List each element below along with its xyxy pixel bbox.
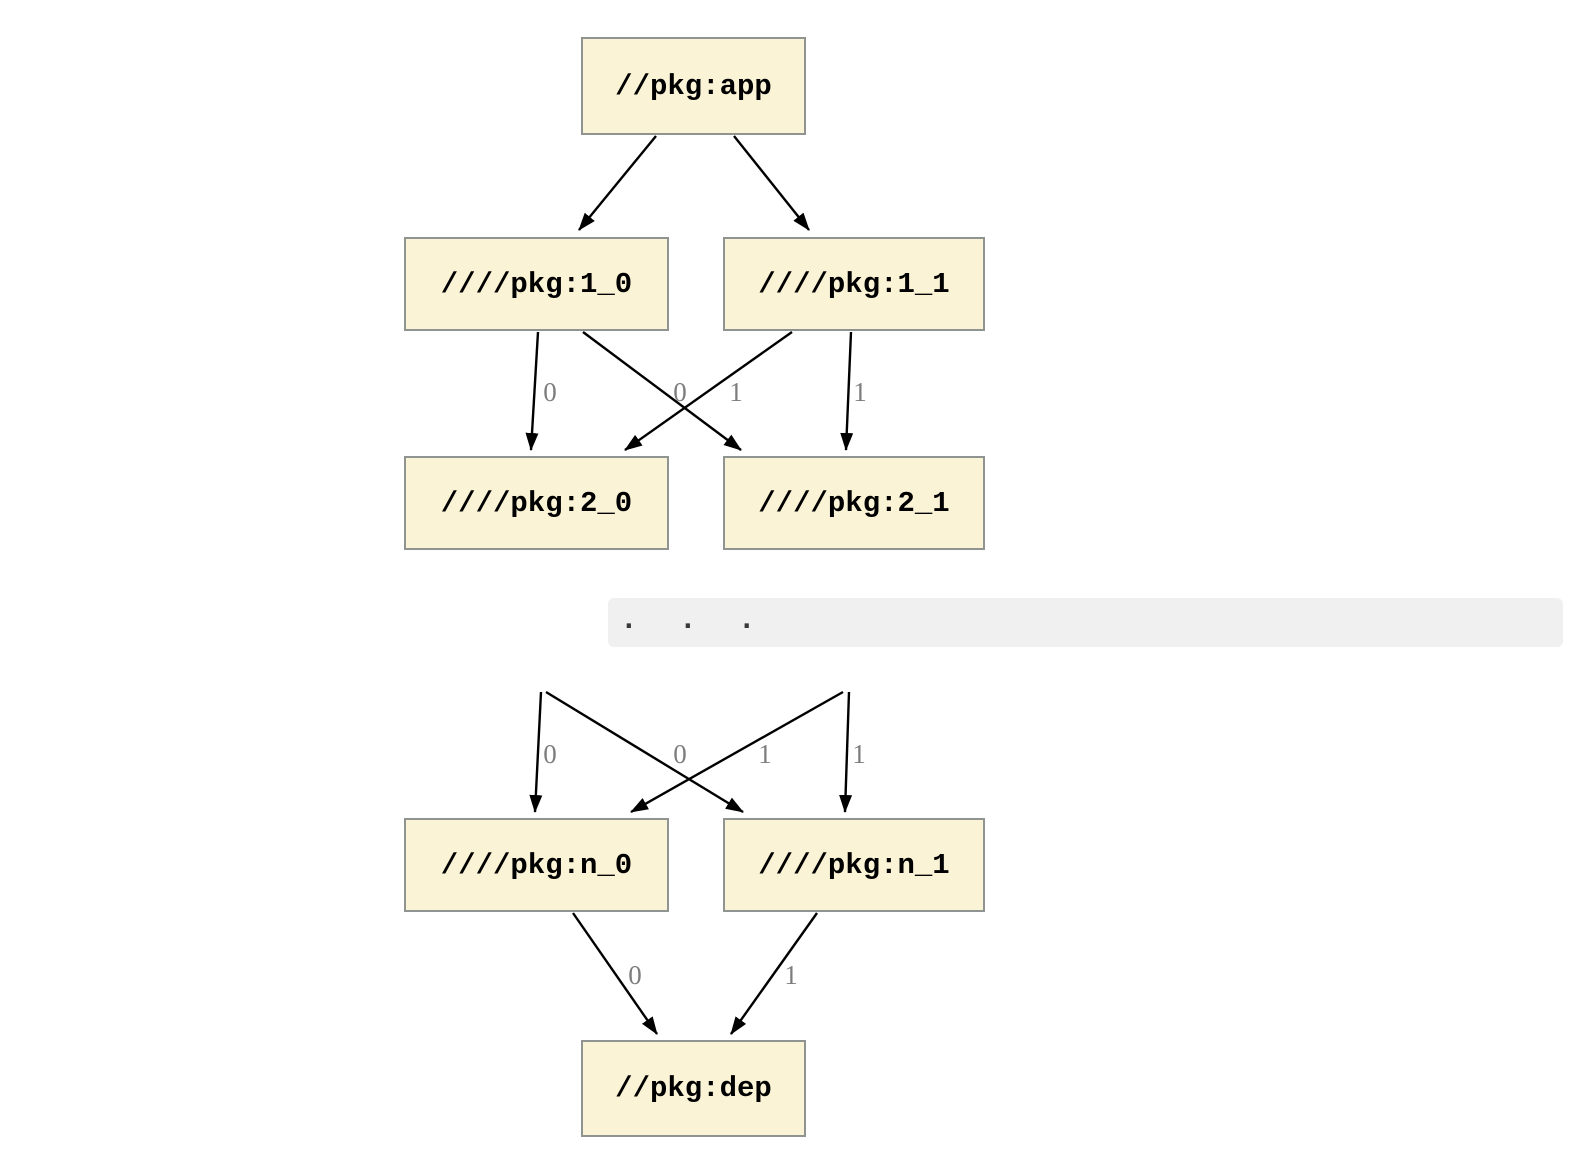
edge-label-n-1-to-dep: 1 — [784, 960, 798, 990]
edge-1-1-to-2-0 — [624, 331, 793, 451]
node-pkg-n-0: ////pkg:n_0 — [404, 818, 669, 912]
edge-app-to-1-0 — [578, 135, 657, 231]
node-label: ////pkg:2_1 — [758, 486, 950, 520]
edge-label-n-0-to-dep: 0 — [628, 960, 642, 990]
edge-1-1-to-2-1 — [840, 331, 854, 451]
edge-1-0-to-2-1 — [582, 331, 742, 451]
ellipsis-text: . . . — [621, 605, 759, 635]
edge-1-0-to-2-0 — [525, 331, 540, 451]
node-label: //pkg:app — [615, 69, 772, 103]
node-pkg-1-0: ////pkg:1_0 — [404, 237, 669, 331]
node-label: ////pkg:n_1 — [758, 848, 950, 882]
edge-label-1-0-to-2-0: 0 — [543, 377, 557, 407]
edge-label-1-1-to-2-0: 0 — [673, 377, 687, 407]
node-label: //pkg:dep — [615, 1072, 772, 1105]
edge-n-1-to-dep — [730, 912, 818, 1035]
node-pkg-2-0: ////pkg:2_0 — [404, 456, 669, 550]
edge-app-to-1-1 — [733, 135, 810, 231]
edge-label-elided-to-n-0-straight: 0 — [543, 739, 557, 769]
node-pkg-2-1: ////pkg:2_1 — [723, 456, 985, 550]
ellipsis-bar: . . . — [608, 598, 1563, 647]
edge-elided-to-n-0-cross — [630, 690, 844, 814]
node-pkg-n-1: ////pkg:n_1 — [723, 818, 985, 912]
edge-label-elided-to-n-1-cross: 1 — [758, 739, 772, 769]
node-pkg-dep: //pkg:dep — [581, 1040, 806, 1137]
edge-elided-to-n-1-straight — [839, 691, 853, 813]
node-pkg-1-1: ////pkg:1_1 — [723, 237, 985, 331]
edge-elided-to-n-0-straight — [529, 691, 543, 813]
node-pkg-app: //pkg:app — [581, 37, 806, 135]
edge-label-1-0-to-2-1: 1 — [729, 377, 743, 407]
node-label: ////pkg:1_0 — [440, 267, 633, 301]
edge-label-1-1-to-2-1: 1 — [853, 377, 867, 407]
node-label: ////pkg:1_1 — [758, 267, 950, 301]
edge-label-elided-to-n-1-straight: 1 — [852, 739, 866, 769]
edge-n-0-to-dep — [572, 912, 658, 1035]
edge-label-elided-to-n-0-cross: 0 — [673, 739, 687, 769]
edge-elided-to-n-1-cross — [545, 690, 744, 814]
node-label: ////pkg:n_0 — [440, 848, 633, 882]
node-label: ////pkg:2_0 — [440, 486, 633, 520]
